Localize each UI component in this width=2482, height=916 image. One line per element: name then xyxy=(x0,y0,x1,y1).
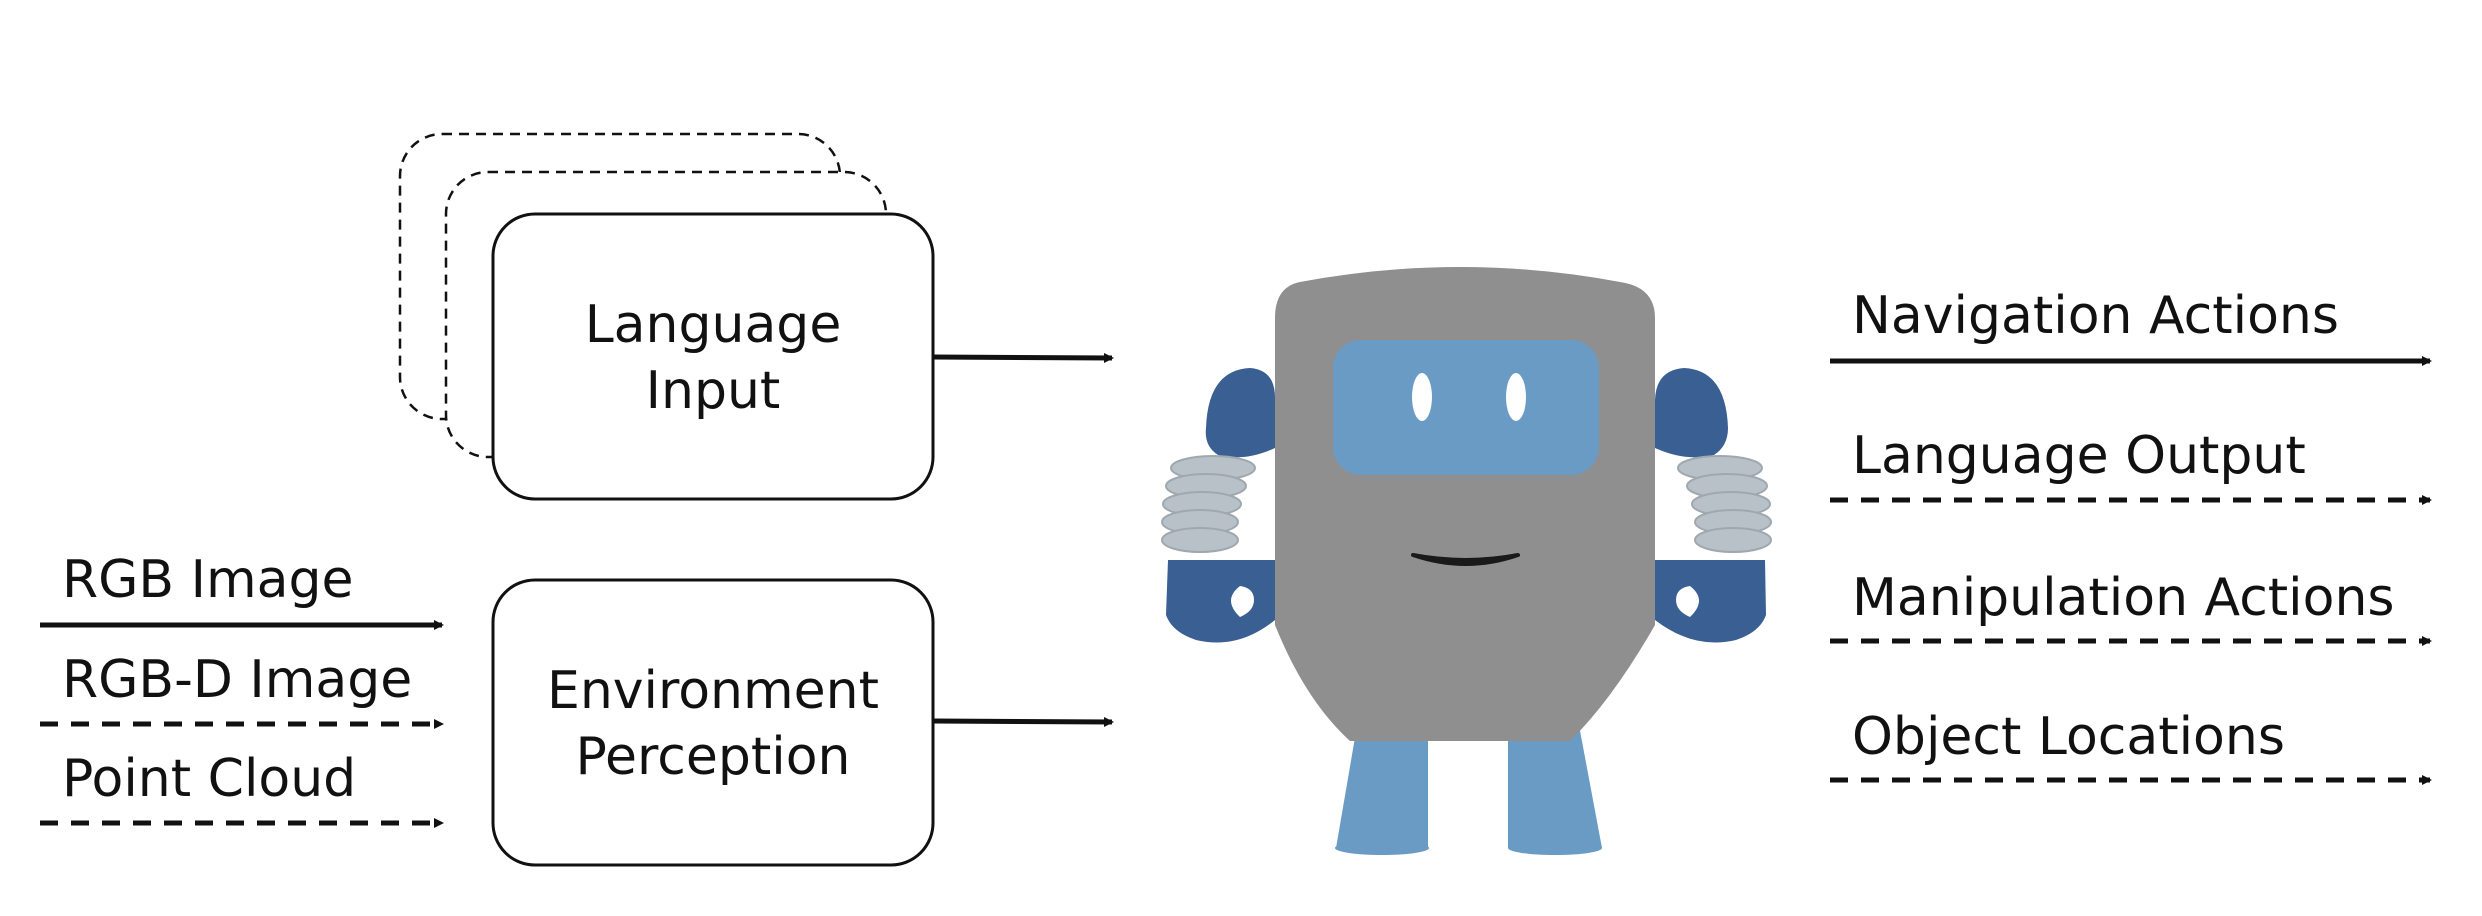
robot-right-arm xyxy=(1655,368,1772,643)
perception-to-agent-arrow xyxy=(932,716,1114,727)
sensor-label-rgb: RGB Image xyxy=(62,550,353,610)
output-manipulation-actions: Manipulation Actions xyxy=(1830,568,2432,646)
sensor-label-pointcloud: Point Cloud xyxy=(62,749,356,809)
robot-right-foot xyxy=(1508,841,1602,855)
sensor-label-rgbd: RGB-D Image xyxy=(62,650,412,710)
robot-right-hand xyxy=(1655,560,1766,643)
output-object-locations: Object Locations xyxy=(1830,707,2432,785)
robot-left-foot xyxy=(1335,841,1429,855)
robot-body xyxy=(1275,267,1655,741)
environment-perception-label-line2: Perception xyxy=(576,727,851,787)
robot-mouth xyxy=(1411,553,1520,566)
robot-left-arm xyxy=(1161,368,1276,643)
output-language-output: Language Output xyxy=(1830,426,2432,505)
robot-left-leg xyxy=(1336,720,1428,848)
robot-icon xyxy=(1161,267,1772,855)
output-navigation-actions: Navigation Actions xyxy=(1830,286,2432,366)
robot-right-eye xyxy=(1506,373,1526,421)
language-input-label-line2: Input xyxy=(646,361,781,421)
output-label-object-locations: Object Locations xyxy=(1852,707,2285,767)
robot-left-eye xyxy=(1412,373,1432,421)
output-label-navigation: Navigation Actions xyxy=(1852,286,2339,346)
output-label-manipulation: Manipulation Actions xyxy=(1852,568,2395,628)
robot-left-hand xyxy=(1166,560,1275,643)
environment-perception-box xyxy=(491,578,935,867)
language-input-stack: Language Input xyxy=(398,132,935,501)
language-input-shadow-back xyxy=(398,132,842,421)
language-input-box xyxy=(491,212,935,501)
environment-perception-group: Environment Perception xyxy=(491,578,935,867)
robot-left-shoulder xyxy=(1205,368,1276,458)
robot-right-shoulder xyxy=(1655,368,1728,458)
robot-right-leg xyxy=(1508,720,1602,848)
sensor-stream-pointcloud: Point Cloud xyxy=(40,749,444,828)
sensor-stream-rgbd: RGB-D Image xyxy=(40,650,444,729)
language-input-label-line1: Language xyxy=(585,295,842,355)
language-to-agent-arrow xyxy=(932,352,1114,363)
output-label-language: Language Output xyxy=(1852,426,2306,486)
sensor-stream-rgb: RGB Image xyxy=(40,550,444,630)
environment-perception-label-line1: Environment xyxy=(547,661,879,721)
robot-visor xyxy=(1333,340,1599,475)
